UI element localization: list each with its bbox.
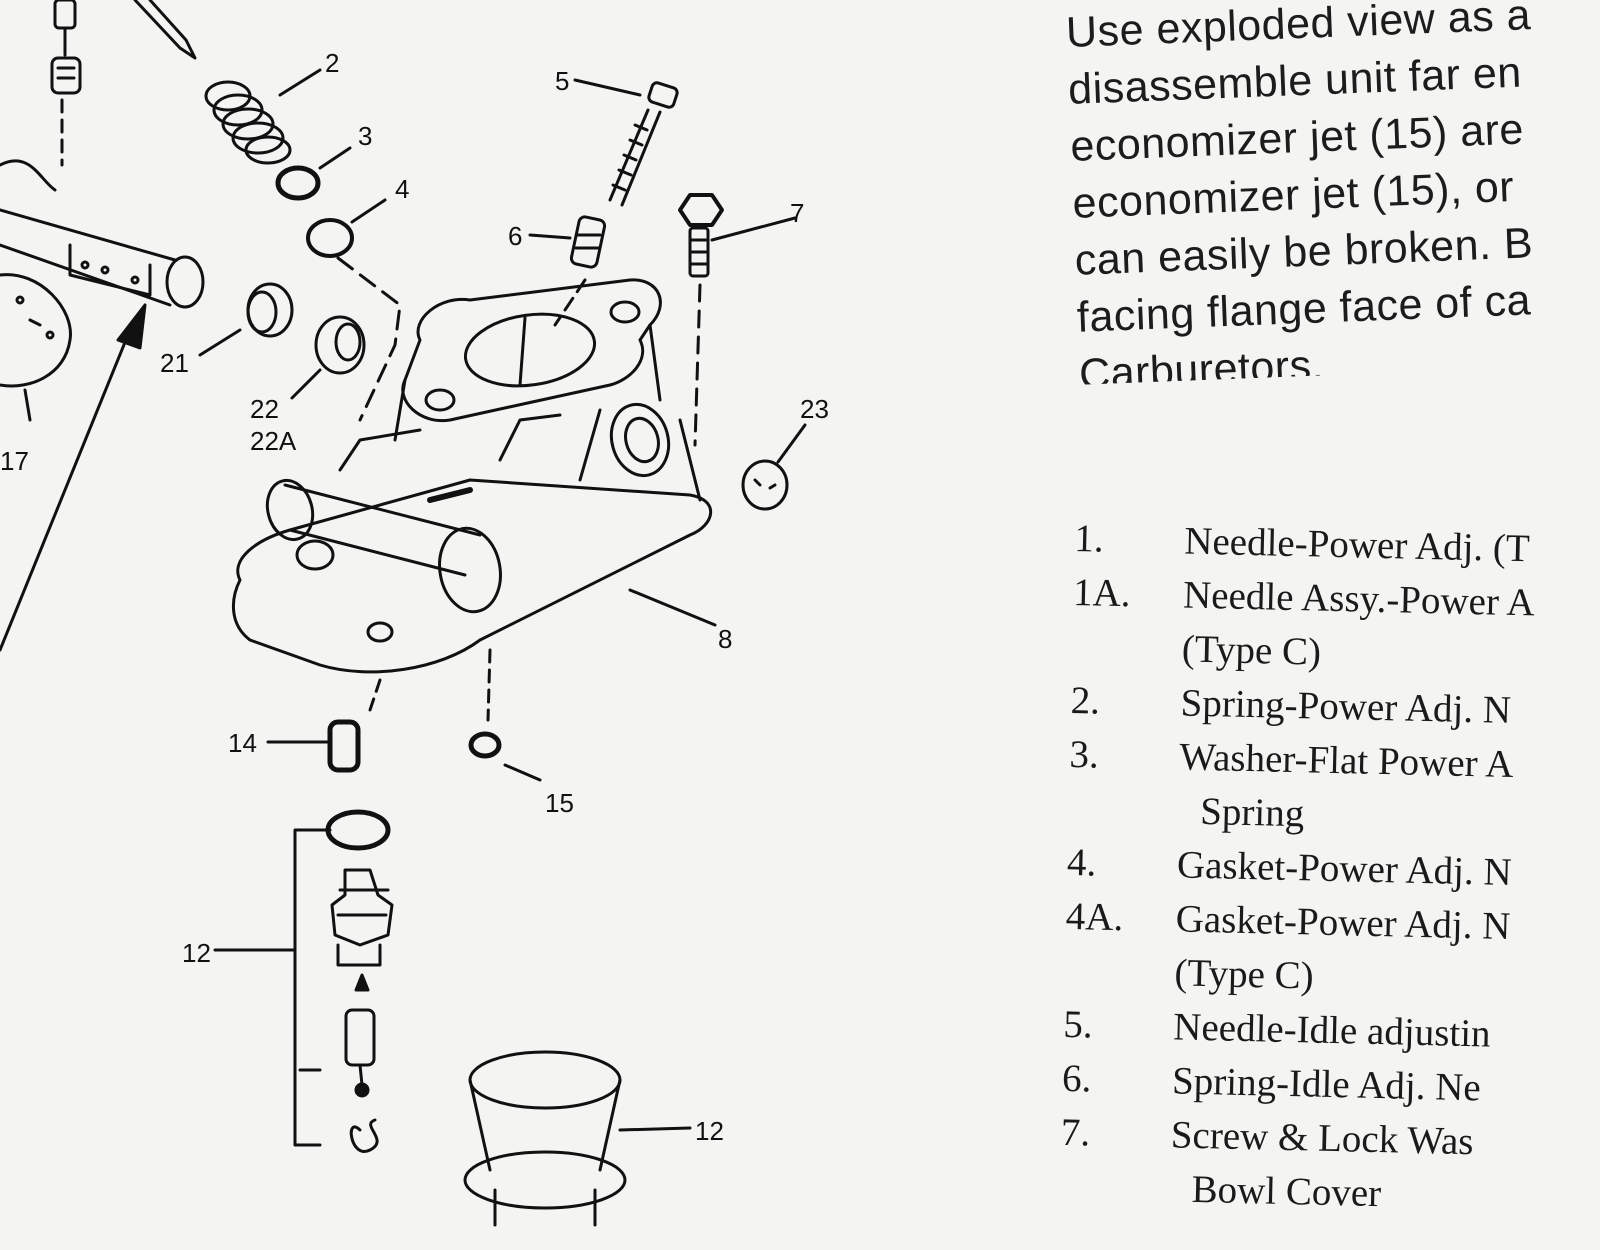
callout-8: 8	[718, 624, 732, 654]
part-description: Washer-Flat Power A	[1178, 735, 1514, 787]
part-number: 1A.	[1072, 570, 1132, 616]
callout-22: 22	[250, 394, 279, 424]
callout-21: 21	[160, 348, 189, 378]
part-6-spring	[528, 215, 607, 327]
callout-5: 5	[555, 66, 569, 96]
part-description-continued: Bowl Cover	[1191, 1167, 1382, 1216]
part-12-needle-seat-assembly	[213, 809, 394, 1153]
part-5-idle-needle	[573, 78, 679, 207]
part-3-washer	[275, 146, 352, 201]
part-number: 2.	[1070, 678, 1101, 723]
top-left-needle-fragment	[50, 0, 82, 167]
part-12-float-bowl	[463, 1050, 692, 1227]
part-15-economizer-jet	[468, 731, 542, 782]
part-number: 1.	[1073, 516, 1105, 561]
part-description: Needle Assy.-Power A	[1182, 573, 1536, 625]
part-description: Needle-Idle adjustin	[1172, 1005, 1492, 1056]
part-23-plug	[741, 423, 807, 511]
callout-3: 3	[358, 121, 372, 151]
part-2-spring	[204, 68, 322, 165]
callout-7: 7	[790, 198, 804, 228]
part-number: 4A.	[1065, 894, 1124, 940]
callout-12-assembly: 12	[182, 938, 211, 968]
part-number: 6.	[1061, 1056, 1092, 1101]
throttle-shaft	[0, 159, 205, 309]
part-description: Spring-Power Adj. N	[1180, 681, 1512, 732]
throttle-disc	[0, 273, 72, 422]
callout-14: 14	[228, 728, 257, 758]
part-number: 4.	[1066, 840, 1097, 885]
part-description: Gasket-Power Adj. N	[1176, 843, 1513, 894]
callout-2: 2	[325, 48, 339, 78]
disassembly-instructions: Use exploded view as a disassemble unit …	[1065, 0, 1600, 385]
part-description: Gasket-Power Adj. N	[1175, 897, 1511, 948]
part-4-gasket	[306, 198, 402, 422]
part-description: Needle-Power Adj. (T	[1183, 519, 1531, 571]
callout-6: 6	[508, 221, 522, 251]
parts-list: 1. Needle-Power Adj. (T 1A. Needle Assy.…	[1059, 512, 1600, 1250]
part-21-bushing	[198, 282, 294, 357]
part-number: 5.	[1062, 1002, 1094, 1047]
callout-15: 15	[545, 788, 574, 818]
part-22-bushing	[290, 315, 366, 400]
part-7-screw	[678, 193, 797, 447]
callout-12-bowl: 12	[695, 1116, 724, 1146]
part-description: Screw & Lock Was	[1170, 1113, 1474, 1164]
part-8-bowl-cover	[231, 278, 717, 722]
callout-22a: 22A	[250, 426, 297, 456]
callout-17: 17	[0, 446, 29, 476]
callout-4: 4	[395, 174, 409, 204]
part-description: Spring-Idle Adj. Ne	[1171, 1059, 1482, 1110]
pencil-pointer	[133, 0, 197, 60]
exploded-view-diagram: 2 3 4 5 6 7 8 12 12 14 15 17 21 22 22A 2…	[0, 0, 829, 1227]
part-number: 7.	[1060, 1110, 1091, 1155]
part-14-jet	[266, 719, 361, 773]
pointer-arrow	[0, 303, 147, 652]
callout-23: 23	[800, 394, 829, 424]
part-number: 3.	[1069, 732, 1100, 777]
